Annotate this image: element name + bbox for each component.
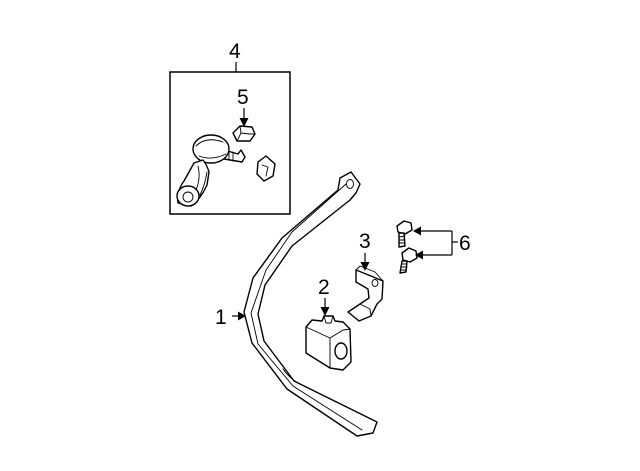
callout-1-arrowhead (238, 311, 246, 321)
link-assembly-group: 4 5 (169, 40, 291, 215)
callout-2-arrowhead (320, 307, 330, 316)
stabilizer-link-part[interactable] (176, 134, 246, 207)
bushing-part[interactable] (305, 315, 352, 371)
bolt-upper-part[interactable] (396, 220, 413, 248)
bracket-part[interactable] (347, 265, 384, 322)
callout-5-arrowhead (239, 118, 249, 127)
link-grommet-part[interactable] (256, 155, 276, 182)
callout-3-arrowhead (360, 262, 370, 271)
callout-5-label[interactable]: 5 (237, 86, 249, 109)
callout-6-arrowhead-lower (415, 250, 423, 260)
bolt-lower-part[interactable] (399, 247, 418, 274)
stabilizer-bar-part[interactable] (243, 171, 378, 437)
nut-part[interactable] (232, 125, 256, 142)
callout-3-label[interactable]: 3 (359, 230, 371, 253)
callout-6-label[interactable]: 6 (459, 232, 471, 255)
callout-2-label[interactable]: 2 (318, 276, 330, 299)
callout-4-label[interactable]: 4 (229, 40, 241, 63)
callout-1-label[interactable]: 1 (215, 306, 227, 329)
callout-6-arrowhead-upper (413, 226, 421, 236)
callout-6-bracket (413, 226, 458, 260)
link-assembly-inset-box (169, 71, 291, 215)
